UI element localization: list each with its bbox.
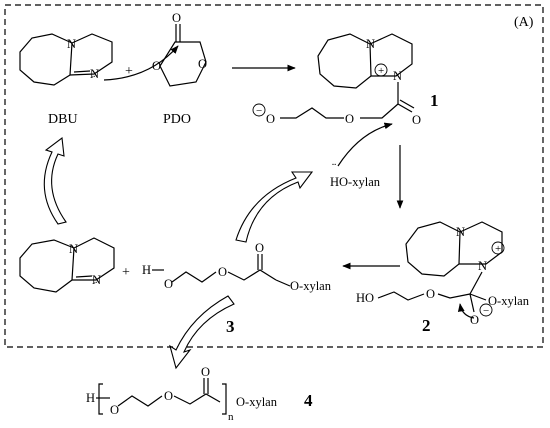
- intermediate-1-molecule: N + N O O O −: [252, 33, 421, 127]
- svg-text:H: H: [86, 391, 95, 405]
- dbu-label: DBU: [48, 112, 78, 127]
- intermediate-2-molecule: N + N O-xylan O − O HO: [356, 221, 530, 327]
- svg-text:O: O: [201, 365, 210, 379]
- svg-text:O: O: [164, 277, 173, 291]
- product-to-cycle-arrow: [235, 171, 314, 243]
- svg-text:O: O: [345, 112, 354, 126]
- pdo-molecule: O O O: [152, 11, 207, 87]
- svg-text:O: O: [255, 241, 264, 255]
- panel-label: (A): [514, 15, 534, 30]
- svg-text:+: +: [378, 65, 384, 77]
- xylan-attack-arrow: [337, 122, 393, 167]
- svg-text:N: N: [366, 37, 375, 51]
- polymerization-arrow: [169, 295, 235, 370]
- svg-text:O-xylan: O-xylan: [236, 395, 278, 409]
- svg-text:O: O: [198, 57, 207, 71]
- intermediate-2-label: 2: [422, 316, 431, 335]
- intermediate-1-label: 1: [430, 91, 439, 110]
- svg-text:N: N: [67, 37, 76, 51]
- svg-text:O: O: [470, 313, 479, 327]
- regenerated-dbu-molecule: N N ¨: [19, 237, 115, 293]
- svg-text:O-xylan: O-xylan: [290, 279, 332, 293]
- svg-text:¨: ¨: [91, 73, 95, 87]
- product-3-molecule: H O O O O-xylan: [142, 241, 332, 293]
- svg-text:O: O: [172, 11, 181, 25]
- svg-text:O: O: [152, 59, 161, 73]
- svg-text:N: N: [393, 69, 402, 83]
- svg-text:n: n: [228, 411, 234, 423]
- svg-text:N: N: [90, 67, 99, 81]
- svg-text:O: O: [110, 403, 119, 417]
- svg-text:¨: ¨: [332, 161, 336, 175]
- svg-text:O: O: [164, 389, 173, 403]
- svg-text:+: +: [495, 243, 501, 255]
- svg-text:N: N: [92, 273, 101, 287]
- plus-sign-top: +: [125, 64, 133, 79]
- svg-text:N: N: [478, 259, 487, 273]
- polymer-4-molecule: H O O O n O-xylan: [86, 365, 278, 423]
- svg-text:−: −: [483, 305, 489, 317]
- svg-text:O: O: [412, 113, 421, 127]
- nucleophilic-attack-arrow: [103, 45, 179, 81]
- ho-terminal-2: HO: [356, 291, 374, 305]
- pdo-label: PDO: [163, 112, 191, 127]
- svg-text:O-xylan: O-xylan: [488, 294, 530, 308]
- catalyst-recycle-arrow: [43, 136, 67, 225]
- ho-xylan-reagent: HO-xylan: [330, 175, 381, 189]
- svg-text:O: O: [426, 287, 435, 301]
- svg-text:−: −: [256, 105, 262, 117]
- svg-text:O: O: [218, 265, 227, 279]
- product-3-label: 3: [226, 317, 235, 336]
- dbu-molecule: N N ¨: [19, 33, 113, 87]
- plus-sign-bottom: +: [122, 265, 130, 280]
- svg-text:O: O: [266, 112, 275, 126]
- svg-text:N: N: [69, 242, 78, 256]
- polymer-4-label: 4: [304, 391, 313, 410]
- svg-text:¨: ¨: [93, 279, 97, 293]
- svg-text:N: N: [456, 225, 465, 239]
- svg-text:H: H: [142, 263, 151, 277]
